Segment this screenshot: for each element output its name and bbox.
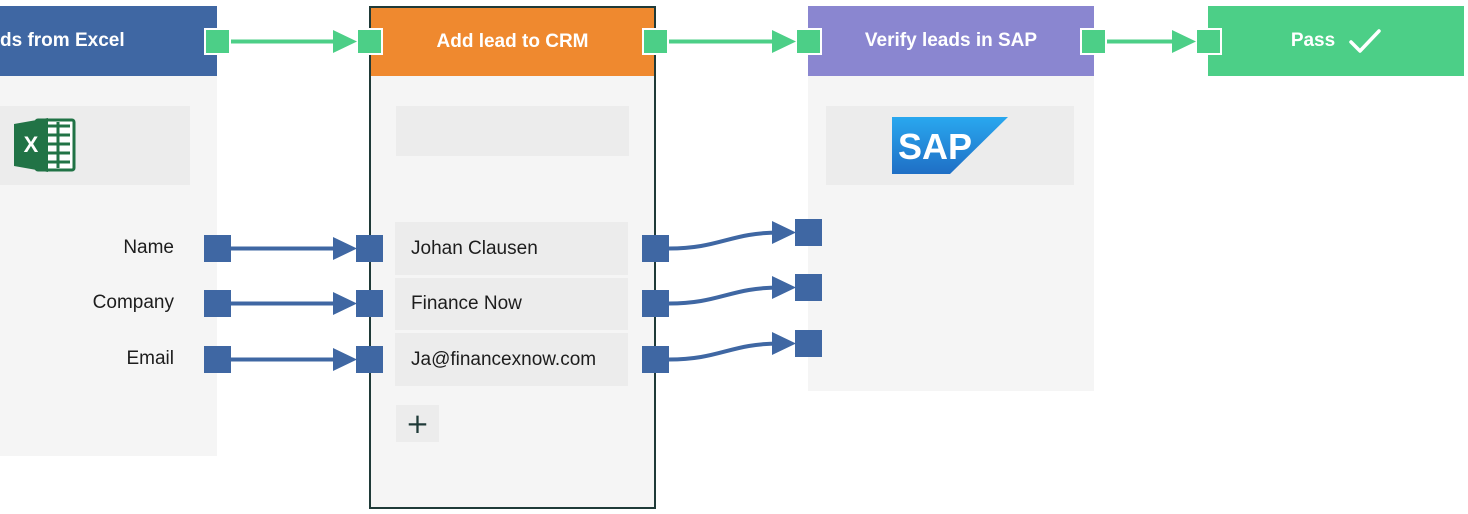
crm-value-name-text: Johan Clausen (411, 237, 538, 259)
crm-node-header[interactable]: Add lead to CRM (371, 8, 654, 76)
data-connector-crm-sap-3 (668, 332, 796, 362)
flow-connector-sap-pass (1107, 30, 1196, 53)
excel-field-company: Company (92, 292, 174, 313)
crm-add-field-button[interactable]: + (396, 405, 439, 442)
crm-name-in-port[interactable] (356, 235, 383, 262)
sap-logo: SAP (892, 117, 1008, 174)
excel-node-title: ds from Excel (0, 30, 125, 51)
crm-value-email-text: Ja@financexnow.com (411, 348, 597, 370)
flow-connector-crm-sap (669, 30, 796, 53)
excel-field-name: Name (123, 237, 174, 258)
excel-email-out-port[interactable] (204, 346, 231, 373)
crm-value-email[interactable]: Ja@financexnow.com (395, 333, 628, 386)
crm-flow-out-port[interactable] (642, 28, 669, 55)
crm-email-out-port[interactable] (642, 346, 669, 373)
pass-node-header[interactable]: Pass (1208, 6, 1464, 76)
flow-connector-excel-crm (231, 30, 357, 53)
crm-placeholder-box (396, 106, 629, 156)
crm-email-in-port[interactable] (356, 346, 383, 373)
excel-node-header[interactable]: ds from Excel (0, 6, 217, 76)
data-connector-company (231, 292, 357, 315)
excel-flow-out-port[interactable] (204, 28, 231, 55)
pass-node-title: Pass (1290, 30, 1336, 51)
crm-value-company-text: Finance Now (411, 293, 522, 314)
plus-icon: + (405, 407, 430, 440)
crm-value-name[interactable]: Johan Clausen (395, 222, 628, 275)
sap-node-header[interactable]: Verify leads in SAP (808, 6, 1094, 76)
excel-icon: X (14, 116, 76, 174)
excel-name-out-port[interactable] (204, 235, 231, 262)
sap-flow-out-port[interactable] (1080, 28, 1107, 55)
sap-input-port-3[interactable] (795, 330, 822, 357)
svg-text:X: X (24, 132, 39, 157)
crm-node-title: Add lead to CRM (436, 31, 589, 52)
crm-flow-in-port[interactable] (356, 28, 383, 55)
sap-node-title: Verify leads in SAP (864, 30, 1038, 51)
crm-value-company[interactable]: Finance Now (395, 278, 628, 330)
data-connector-name (231, 237, 357, 260)
sap-input-port-1[interactable] (795, 219, 822, 246)
checkmark-icon (1349, 28, 1381, 54)
crm-company-out-port[interactable] (642, 290, 669, 317)
data-connector-crm-sap-2 (668, 276, 796, 306)
crm-company-in-port[interactable] (356, 290, 383, 317)
data-connector-crm-sap-1 (668, 221, 796, 251)
data-connector-email (231, 348, 357, 371)
excel-field-email: Email (126, 348, 174, 369)
crm-name-out-port[interactable] (642, 235, 669, 262)
sap-logo-text: SAP (898, 126, 972, 167)
sap-flow-in-port[interactable] (795, 28, 822, 55)
excel-company-out-port[interactable] (204, 290, 231, 317)
sap-input-port-2[interactable] (795, 274, 822, 301)
